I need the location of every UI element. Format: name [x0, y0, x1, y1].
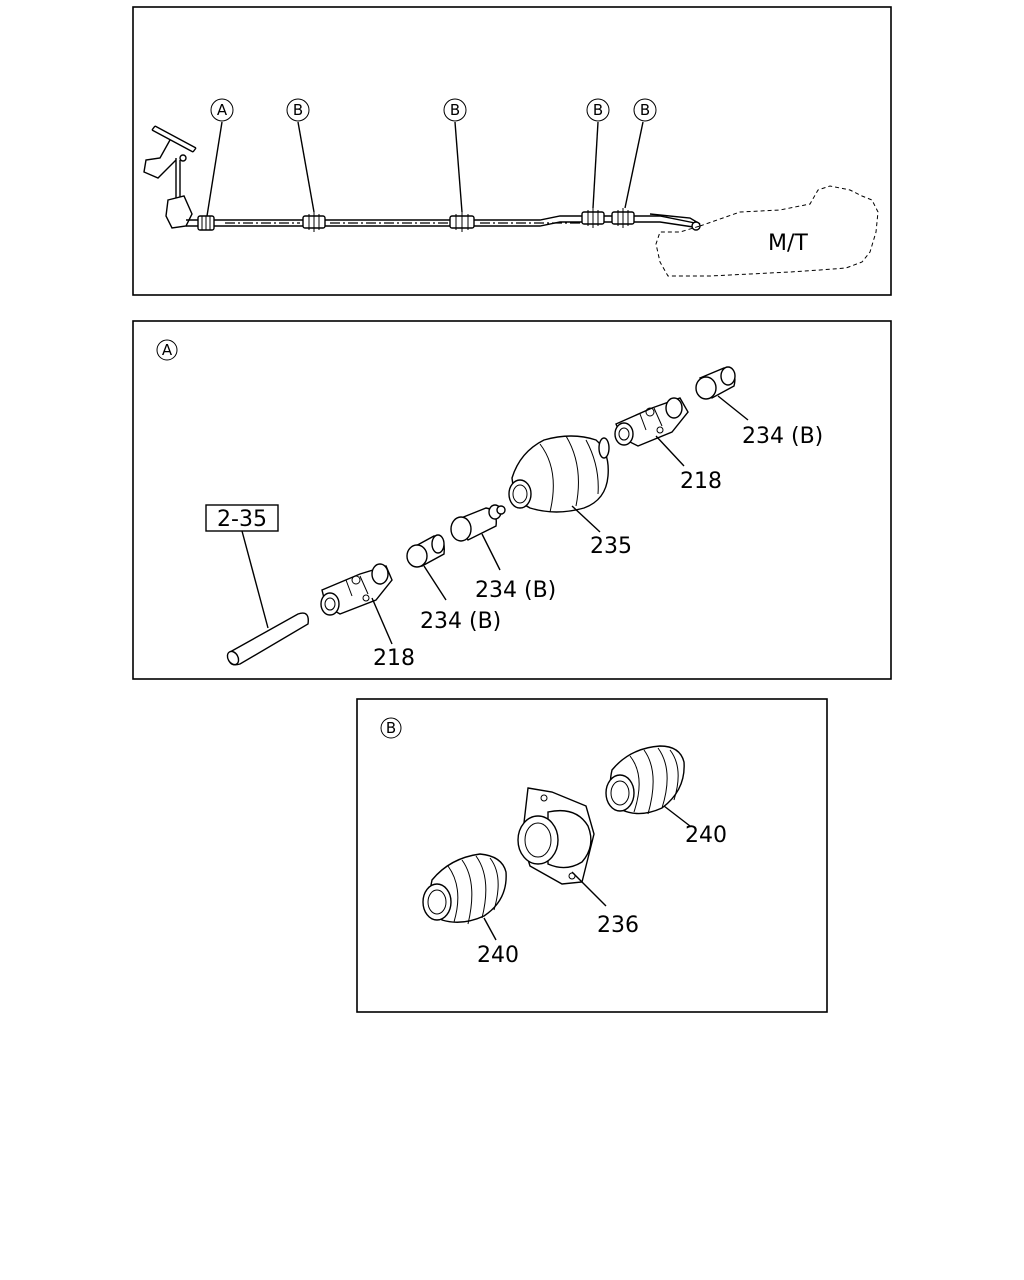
detail-a-frame	[132, 320, 892, 680]
callout-b-2: B	[443, 98, 467, 122]
callout-a: A	[210, 98, 234, 122]
bushing-right	[695, 366, 736, 400]
leader-218-right	[655, 435, 685, 467]
boot-235	[508, 435, 610, 513]
detail-b-panel: B 240 236 240	[356, 698, 828, 1013]
joint-b4	[611, 208, 635, 228]
leader-240-lower	[483, 917, 497, 941]
transmission-label: M/T	[768, 231, 808, 256]
detail-a-section-marker: A	[156, 339, 178, 361]
label-240-lower: 240	[477, 943, 519, 968]
callout-b-1-label: B	[293, 101, 303, 119]
bushing-left	[406, 534, 445, 568]
callout-a-label: A	[217, 101, 228, 119]
reference-leader	[241, 530, 269, 629]
steering-wheel-drawing	[143, 125, 197, 229]
detail-a-panel: A 2-35	[132, 320, 892, 680]
bushing-middle	[450, 504, 506, 542]
joint-b2	[449, 212, 475, 232]
callout-b-3-label: B	[593, 101, 603, 119]
shaft-piece	[226, 612, 309, 666]
bellows-upper	[605, 745, 685, 815]
overview-panel: A B B B B M/T	[132, 6, 892, 296]
detail-a-section-letter: A	[162, 341, 173, 359]
label-236: 236	[597, 913, 639, 938]
shift-shaft-drawing	[186, 208, 701, 232]
leader-236	[571, 871, 607, 907]
joint-a	[197, 215, 215, 231]
label-234-left: 234 (B)	[420, 609, 501, 634]
callout-b-4: B	[633, 98, 657, 122]
leader-234-right	[717, 395, 749, 421]
label-218-right: 218	[680, 469, 722, 494]
label-234-right: 234 (B)	[742, 424, 823, 449]
detail-b-frame	[356, 698, 828, 1013]
leader-234-middle	[481, 533, 501, 571]
overview-frame	[132, 6, 892, 296]
leader-234-left	[423, 565, 447, 601]
reference-box: 2-35	[205, 504, 279, 532]
transmission-outline: M/T	[655, 185, 879, 277]
universal-joint-left	[320, 563, 393, 616]
bellows-lower	[422, 853, 507, 925]
label-234-middle: 234 (B)	[475, 578, 556, 603]
callout-b-1: B	[286, 98, 310, 122]
callout-b-4-label: B	[640, 101, 650, 119]
label-235: 235	[590, 534, 632, 559]
joint-b3	[581, 208, 605, 228]
detail-b-section-marker: B	[380, 717, 402, 739]
label-240-upper: 240	[685, 823, 727, 848]
callout-leaders	[206, 121, 644, 217]
universal-joint-right	[614, 397, 689, 447]
leader-235	[571, 505, 601, 533]
callout-b-3: B	[586, 98, 610, 122]
leader-218-left	[371, 597, 393, 645]
flange-housing-236	[517, 787, 595, 885]
label-218-left: 218	[373, 646, 415, 671]
leader-240-upper	[663, 805, 691, 827]
reference-box-label: 2-35	[217, 507, 267, 532]
callout-b-2-label: B	[450, 101, 460, 119]
detail-b-section-letter: B	[386, 719, 396, 737]
joint-b1	[302, 212, 326, 232]
